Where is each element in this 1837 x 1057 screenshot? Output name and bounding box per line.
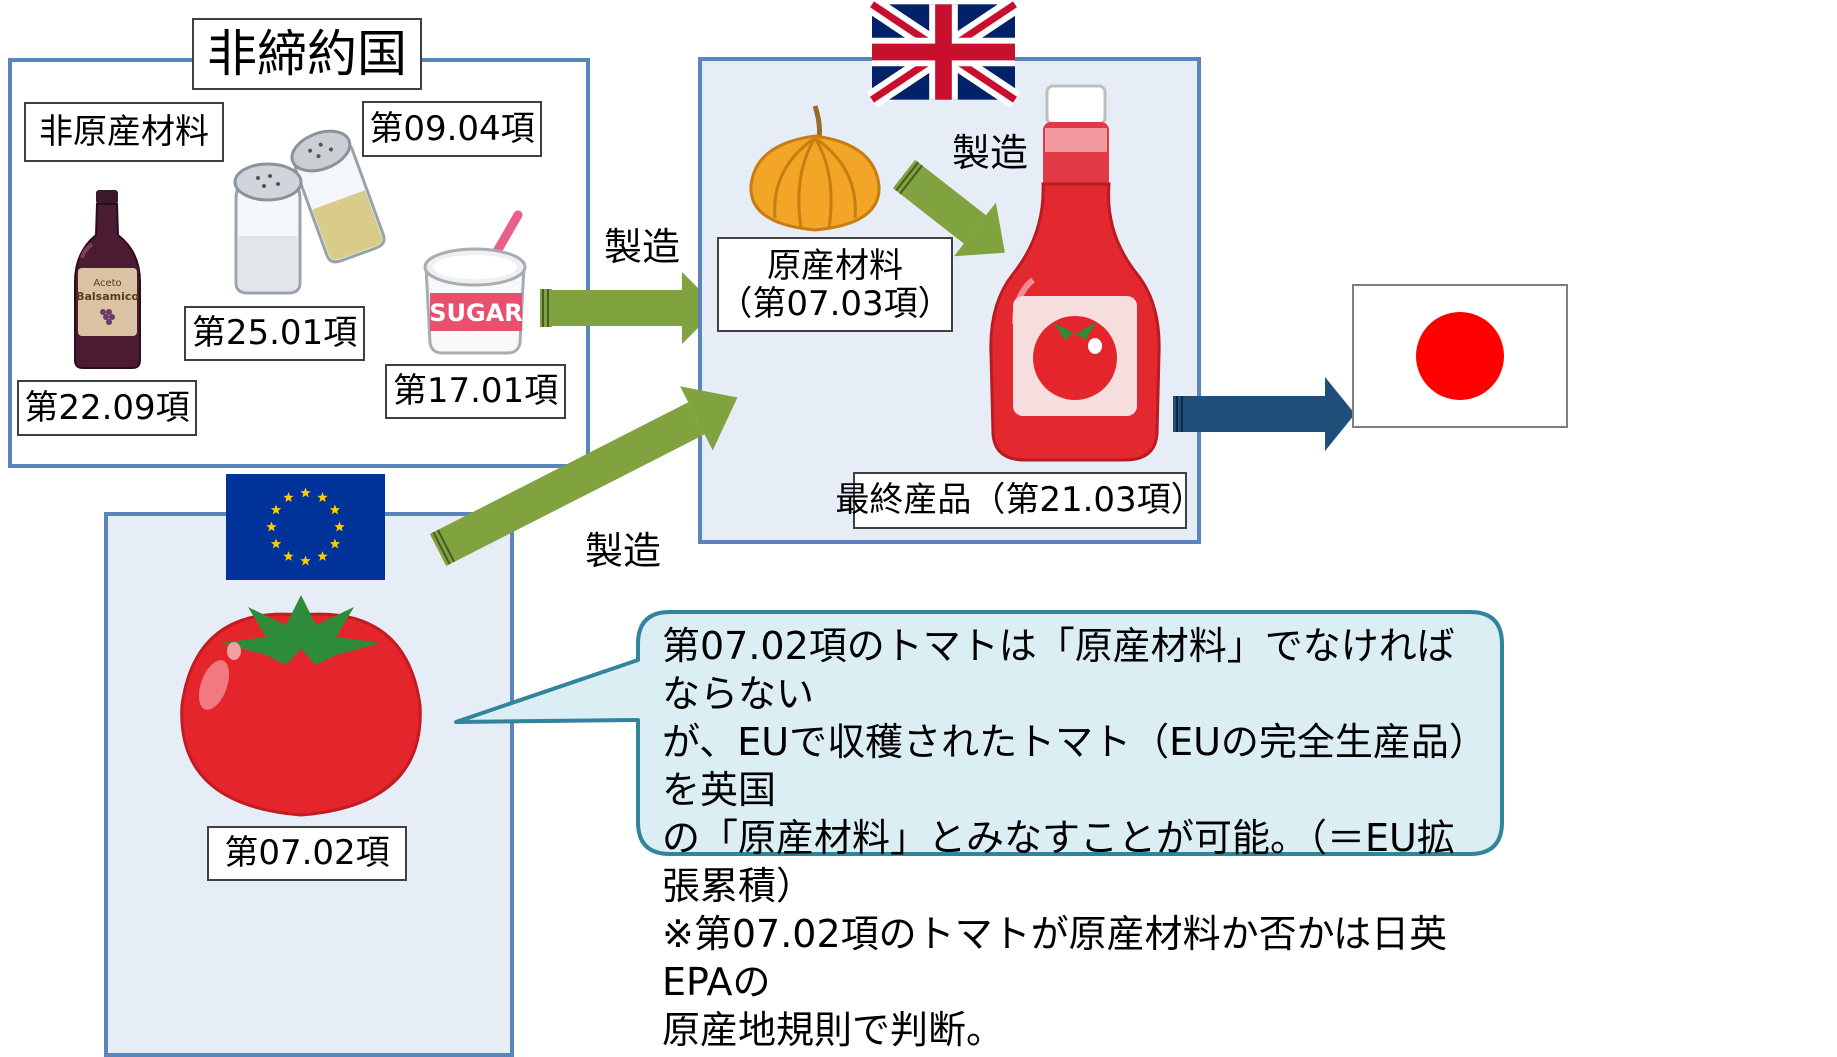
manufacture-label-2: 製造 (952, 131, 1029, 175)
heading-0702-label: 第07.02項 (207, 826, 407, 881)
heading-0904-label: 第09.04項 (362, 101, 542, 157)
heading-2501-label: 第25.01項 (184, 306, 365, 361)
manufacture-label-3: 製造 (585, 529, 662, 573)
heading-1701-label: 第17.01項 (385, 364, 566, 419)
manufacture-label-1: 製造 (604, 225, 681, 269)
eu-star (270, 504, 282, 515)
tomato-icon (180, 595, 422, 817)
eu-star (300, 487, 311, 498)
japan-flag (1352, 284, 1568, 428)
sugar-pot-icon: SUGAR (423, 210, 527, 355)
non-party-title: 非締約国 (192, 18, 422, 90)
eu-star (329, 538, 341, 549)
bottle-label-balsamico: Balsamico (76, 290, 139, 303)
final-product-label: 最終産品（第21.03項） (835, 472, 1205, 529)
originating-material-line1: 原産材料 (767, 245, 903, 286)
callout-text: 第07.02項のトマトは「原産材料」でなければならない が、EUで収穫されたトマ… (662, 624, 1487, 1052)
non-originating-material-label: 非原産材料 (24, 102, 224, 162)
bottle-label-aceto: Aceto (93, 278, 121, 289)
eu-star (317, 550, 328, 561)
vinegar-bottle-icon: Aceto Balsamico (74, 190, 141, 369)
eu-flag (226, 474, 385, 580)
eu-star (334, 521, 345, 532)
eu-panel (104, 512, 514, 1057)
onion-icon (749, 105, 881, 232)
eu-star (329, 504, 341, 515)
salt-pepper-shakers-icon (233, 129, 386, 295)
eu-star (283, 492, 294, 502)
eu-star (317, 492, 328, 502)
eu-star (266, 521, 277, 532)
eu-star (270, 538, 282, 549)
originating-material-line2: （第07.03項） (718, 283, 952, 324)
uk-flag (866, 0, 1021, 108)
ketchup-bottle-icon (989, 84, 1161, 462)
heading-2209-label: 第22.09項 (17, 380, 197, 436)
sugar-label: SUGAR (429, 299, 523, 327)
eu-star (283, 550, 294, 561)
originating-material-label: 原産材料 （第07.03項） (717, 237, 953, 332)
eu-star (300, 555, 311, 566)
